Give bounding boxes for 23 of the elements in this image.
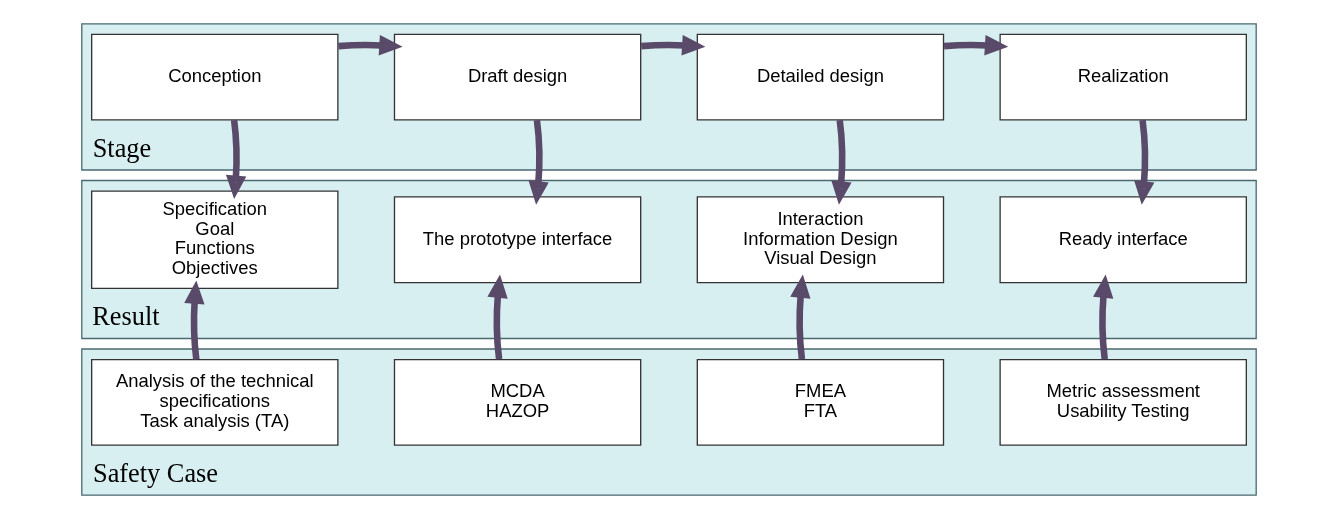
arrow bbox=[338, 35, 403, 56]
arrow bbox=[790, 274, 811, 360]
arrow bbox=[1134, 119, 1155, 205]
node-box: Interaction Information Design Visual Design bbox=[696, 196, 945, 284]
node-box: Draft design bbox=[393, 33, 642, 121]
arrow bbox=[487, 274, 508, 360]
arrow bbox=[528, 119, 549, 205]
arrow bbox=[1093, 274, 1114, 360]
arrow bbox=[831, 119, 852, 205]
node-box: Specification Goal Functions Objectives bbox=[91, 190, 339, 290]
arrow bbox=[184, 280, 205, 360]
node-box: Metric assessment Usability Testing bbox=[999, 358, 1247, 446]
node-box: Realization bbox=[999, 33, 1247, 121]
node-box: FMEA FTA bbox=[696, 358, 945, 446]
arrow bbox=[225, 119, 247, 199]
arrow bbox=[640, 35, 706, 56]
node-box: MCDA HAZOP bbox=[393, 358, 642, 446]
arrow bbox=[943, 35, 1009, 56]
node-box: Detailed design bbox=[696, 33, 945, 121]
node-box: Ready interface bbox=[999, 196, 1247, 284]
node-box: The prototype interface bbox=[393, 196, 642, 284]
node-box: Analysis of the technical specifications Task analysis (TA) bbox=[91, 358, 339, 446]
node-box: Conception bbox=[91, 33, 339, 121]
